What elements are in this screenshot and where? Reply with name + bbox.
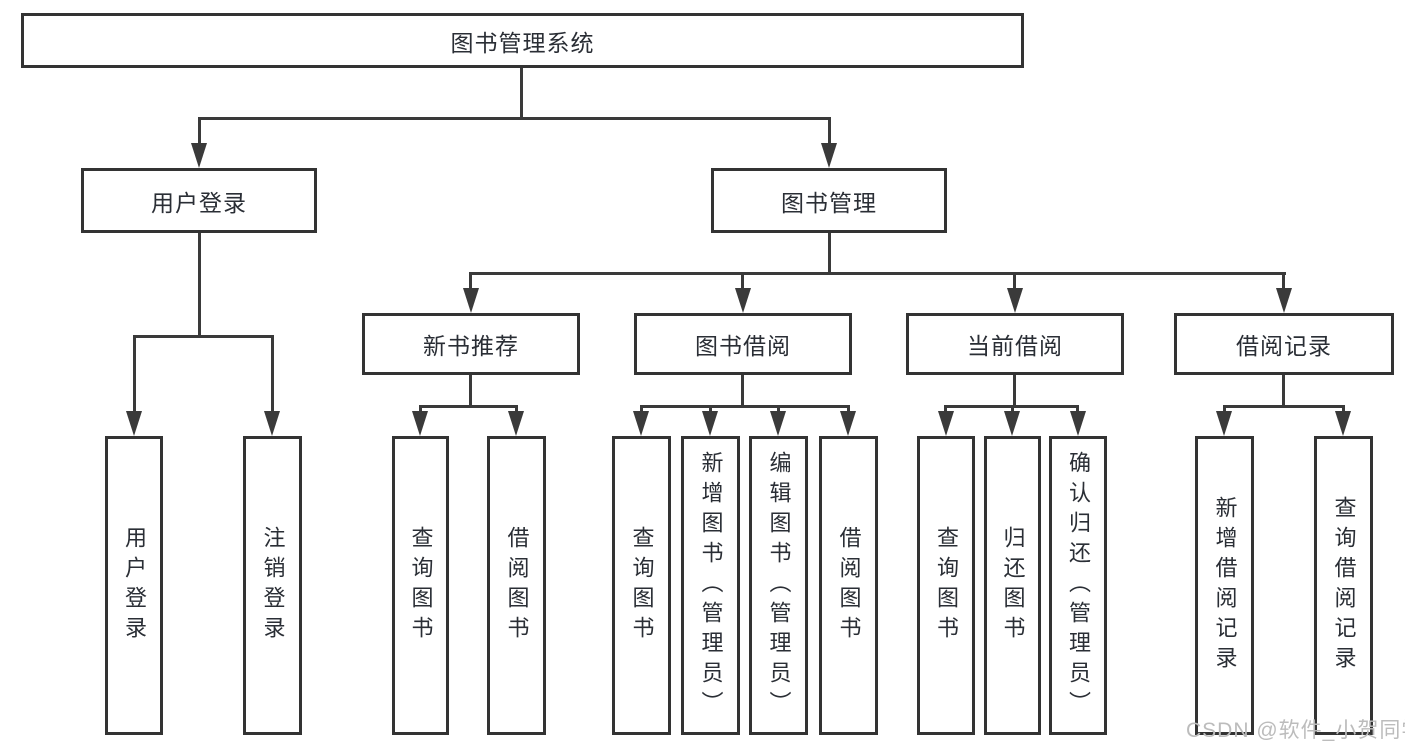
connector-line — [741, 375, 744, 405]
node-book-borrow: 图书借阅 — [634, 313, 852, 375]
connector-line — [520, 68, 523, 117]
connector-line — [1013, 272, 1016, 288]
arrowhead-down-icon — [1276, 288, 1292, 313]
connector-line — [741, 272, 744, 288]
arrowhead-down-icon — [938, 411, 954, 436]
leaf-current-confirm-return-admin: 确认归还（管理员） — [1049, 436, 1107, 735]
arrowhead-down-icon — [821, 143, 837, 168]
connector-line — [1282, 375, 1285, 405]
connector-line — [133, 335, 274, 338]
connector-line — [640, 405, 850, 408]
connector-line — [1223, 405, 1345, 408]
arrowhead-down-icon — [264, 411, 280, 436]
arrowhead-down-icon — [770, 411, 786, 436]
connector-line — [271, 335, 274, 411]
connector-line — [709, 405, 712, 411]
connector-line — [640, 405, 643, 411]
connector-line — [847, 405, 850, 411]
connector-line — [469, 272, 472, 288]
connector-line — [198, 117, 831, 120]
connector-line — [777, 405, 780, 411]
connector-line — [828, 117, 831, 143]
leaf-borrow-add-book-admin: 新增图书（管理员） — [681, 436, 740, 735]
arrowhead-down-icon — [463, 288, 479, 313]
csdn-watermark: CSDN @软件_小贺同学 — [1186, 719, 1405, 742]
arrowhead-down-icon — [191, 143, 207, 168]
connector-line — [1011, 405, 1014, 411]
leaf-user-login: 用户登录 — [105, 436, 163, 735]
connector-line — [828, 233, 831, 272]
connector-line — [198, 233, 201, 335]
connector-line — [419, 405, 422, 411]
connector-line — [419, 405, 518, 408]
leaf-record-query-borrow-record: 查询借阅记录 — [1314, 436, 1373, 735]
arrowhead-down-icon — [1335, 411, 1351, 436]
arrowhead-down-icon — [633, 411, 649, 436]
leaf-current-return-book: 归还图书 — [984, 436, 1041, 735]
connector-line — [515, 405, 518, 411]
leaf-recommend-query-book: 查询图书 — [392, 436, 449, 735]
arrowhead-down-icon — [1007, 288, 1023, 313]
arrowhead-down-icon — [1004, 411, 1020, 436]
leaf-borrow-query-book: 查询图书 — [612, 436, 671, 735]
leaf-record-add-borrow-record: 新增借阅记录 — [1195, 436, 1254, 735]
connector-line — [1342, 405, 1345, 411]
connector-line — [944, 405, 947, 411]
arrowhead-down-icon — [1216, 411, 1232, 436]
connector-line — [133, 335, 136, 411]
arrowhead-down-icon — [702, 411, 718, 436]
leaf-current-query-book: 查询图书 — [917, 436, 975, 735]
arrowhead-down-icon — [1070, 411, 1086, 436]
node-user-login: 用户登录 — [81, 168, 317, 233]
connector-line — [469, 375, 472, 405]
arrowhead-down-icon — [735, 288, 751, 313]
arrowhead-down-icon — [508, 411, 524, 436]
leaf-borrow-edit-book-admin: 编辑图书（管理员） — [749, 436, 808, 735]
connector-line — [1223, 405, 1226, 411]
node-current-borrow: 当前借阅 — [906, 313, 1124, 375]
connector-line — [1013, 375, 1016, 405]
node-book-management: 图书管理 — [711, 168, 947, 233]
leaf-logout: 注销登录 — [243, 436, 302, 735]
node-borrow-record: 借阅记录 — [1174, 313, 1394, 375]
node-new-book-recommend: 新书推荐 — [362, 313, 580, 375]
connector-line — [469, 272, 1286, 275]
arrowhead-down-icon — [840, 411, 856, 436]
node-book-management-system: 图书管理系统 — [21, 13, 1024, 68]
arrowhead-down-icon — [412, 411, 428, 436]
leaf-recommend-borrow-book: 借阅图书 — [487, 436, 546, 735]
leaf-borrow-borrow-book: 借阅图书 — [819, 436, 878, 735]
connector-line — [1282, 272, 1285, 288]
arrowhead-down-icon — [126, 411, 142, 436]
connector-line — [198, 117, 201, 143]
connector-line — [1076, 405, 1079, 411]
